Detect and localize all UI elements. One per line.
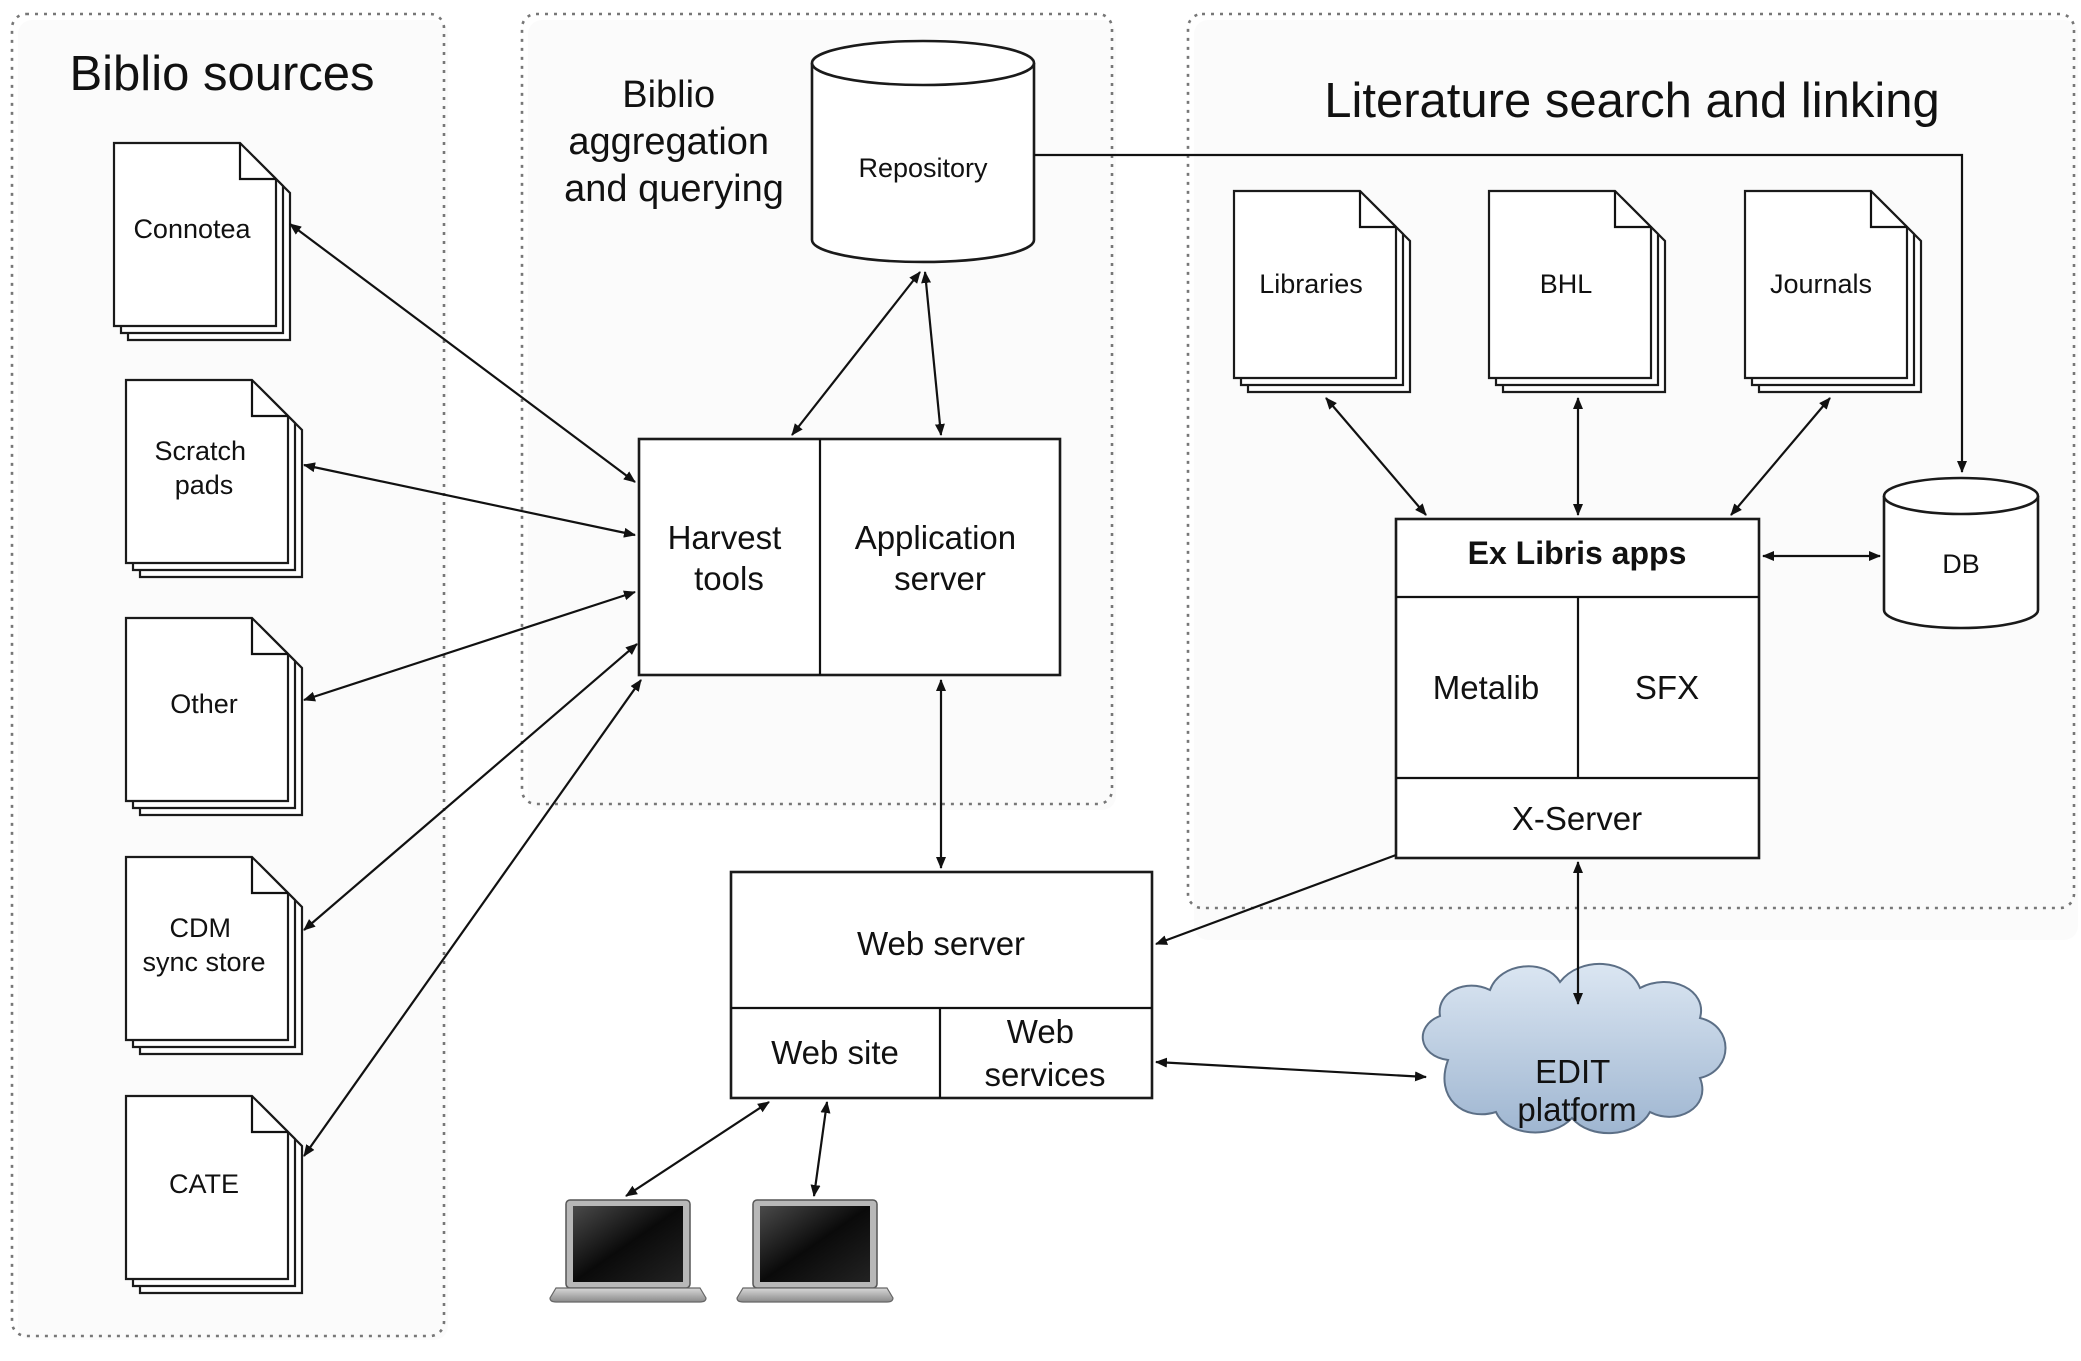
group-title-biblio-aggregation: Biblio aggregation and querying [564,74,784,210]
web-server-label: Web server [857,925,1025,962]
doc-label-scratch-pads: Scratch pads [154,436,253,500]
web-server-box: Web server Web site Web services [729,870,1154,1100]
laptop-icon [736,1199,894,1303]
edit-platform-cloud: EDIT platform [1421,962,1727,1135]
laptop-icon [549,1199,707,1303]
harvest-application-box: Harvest tools Application server [637,437,1062,677]
sfx-label: SFX [1635,669,1699,706]
arrow-exlibris-webserver [1155,853,1397,946]
doc-libraries: Libraries [1232,189,1412,394]
db-cylinder: DB [1882,476,2040,630]
arrow-repository-harvest [791,271,921,436]
doc-connotea: Connotea [112,141,292,342]
arrow-repository-db [1034,153,1967,473]
ex-libris-title: Ex Libris apps [1468,535,1687,571]
doc-label-libraries: Libraries [1259,269,1363,299]
group-title-literature-search: Literature search and linking [1324,74,1940,128]
connectors [289,153,1967,1197]
doc-label-connotea: Connotea [133,214,251,244]
web-services-label: Web services [984,1013,1105,1093]
edit-platform-label: EDIT platform [1517,1053,1636,1128]
arrow-repository-appserver [921,271,945,436]
doc-cate: CATE [124,1094,304,1295]
arrow-libraries-exlibris [1325,397,1427,516]
arrow-webservices-edit [1155,1057,1427,1082]
doc-label-cate: CATE [169,1169,239,1199]
metalib-label: Metalib [1433,669,1539,706]
arrow-cate-harvest [303,679,642,1157]
web-site-label: Web site [771,1034,899,1071]
doc-bhl: BHL [1487,189,1667,394]
arrow-journals-exlibris [1730,397,1831,516]
arrow-connotea-harvest [289,223,636,483]
doc-other: Other [124,616,304,817]
x-server-label: X-Server [1512,800,1642,837]
arrow-scratchpads-harvest [303,462,636,538]
ex-libris-box: Ex Libris apps Metalib SFX X-Server [1394,517,1761,860]
repository-cylinder: Repository [810,39,1036,264]
doc-journals: Journals [1743,189,1923,394]
doc-label-other: Other [170,689,238,719]
doc-label-bhl: BHL [1540,269,1593,299]
doc-label-journals: Journals [1770,269,1872,299]
doc-label-cdm-sync-store: CDM sync store [142,913,265,977]
group-title-biblio-sources: Biblio sources [69,47,374,101]
harvest-tools-label: Harvest tools [668,519,791,597]
db-label: DB [1942,549,1980,579]
doc-cdm-sync-store: CDM sync store [124,855,304,1056]
arrow-website-laptop2 [810,1101,831,1197]
doc-scratch-pads: Scratch pads [124,378,304,579]
application-server-label: Application server [855,519,1026,597]
arrow-website-laptop1 [625,1101,770,1197]
repository-label: Repository [858,153,988,183]
